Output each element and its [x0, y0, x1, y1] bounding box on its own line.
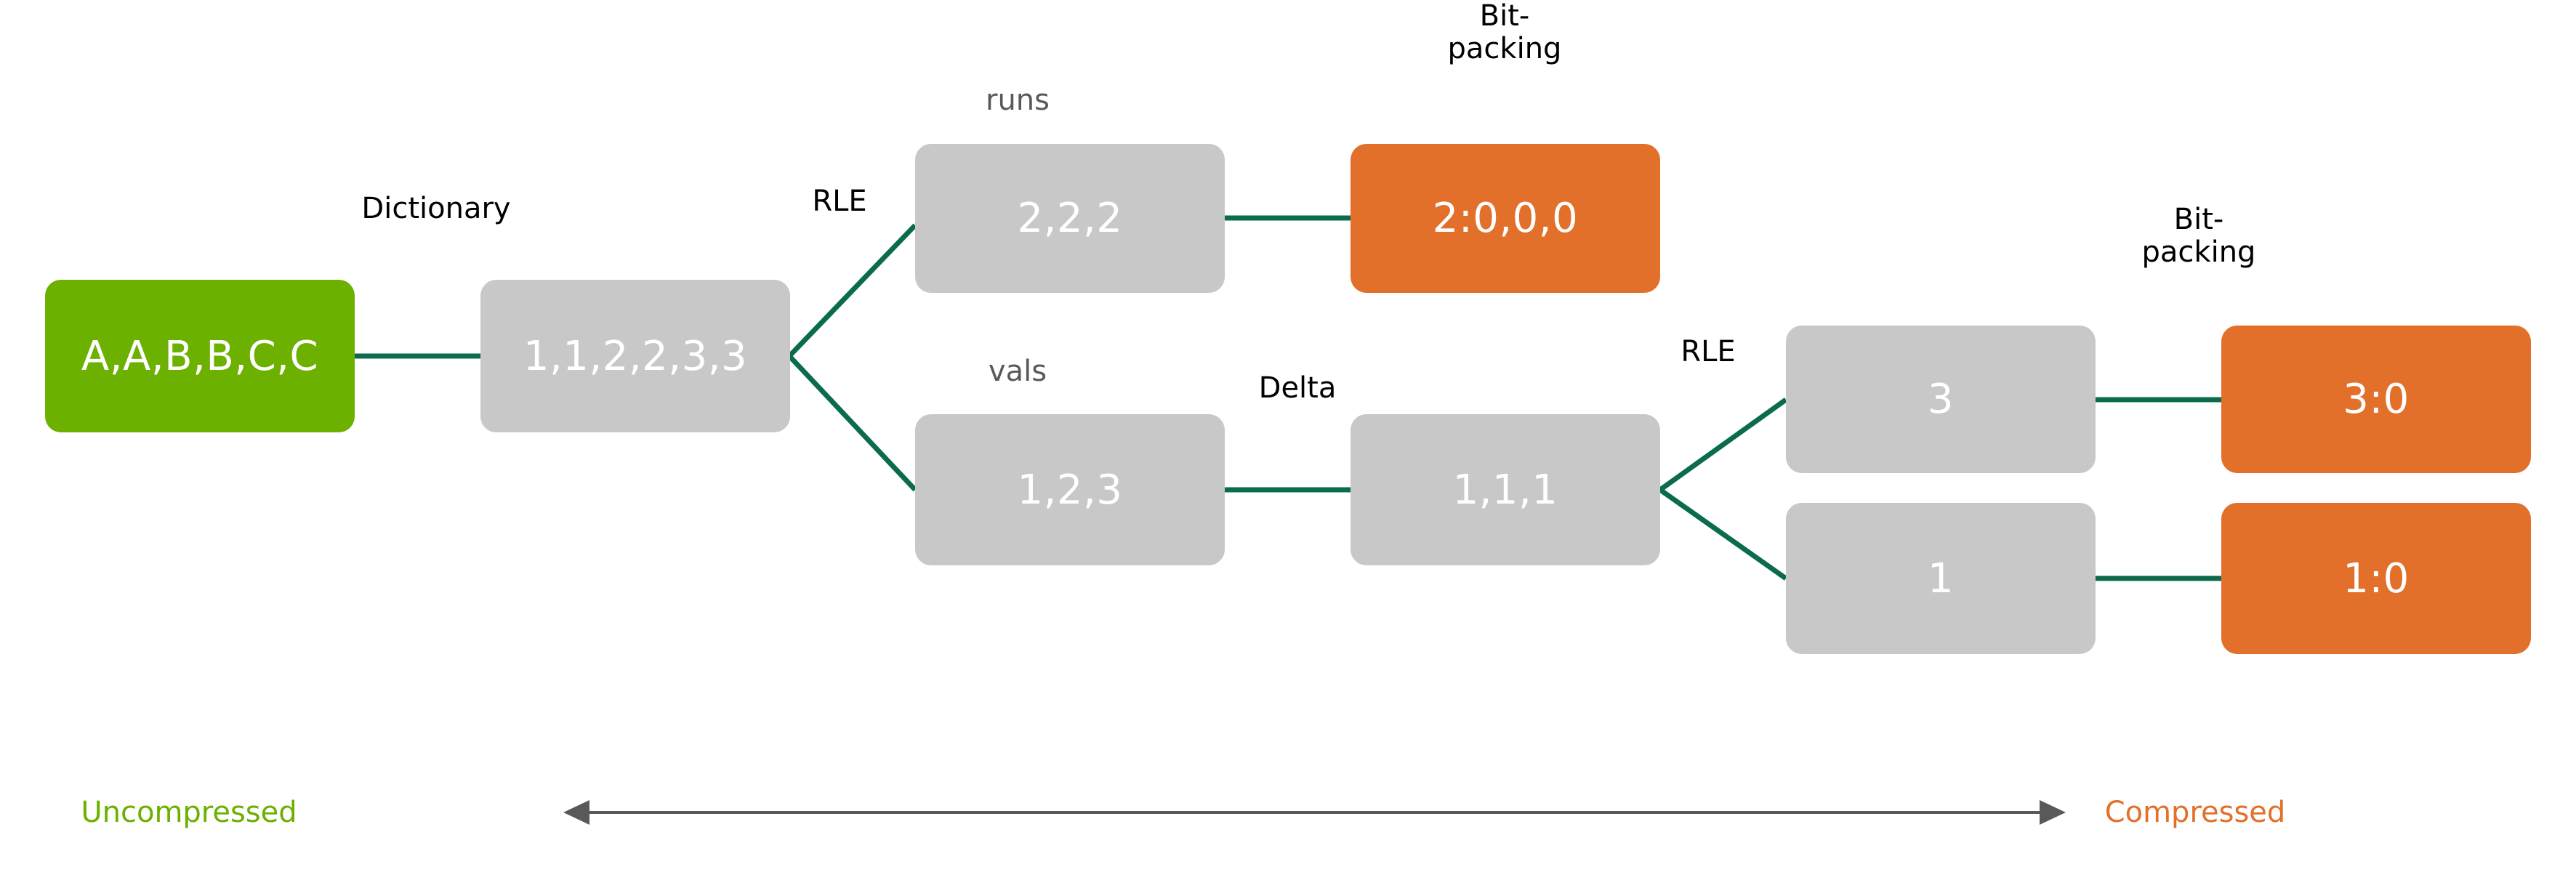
connector-dict-branch-runs	[787, 223, 917, 358]
scale-label-uncompressed: Uncompressed	[81, 796, 297, 829]
scale-arrow-head-left	[563, 800, 589, 825]
node-rle_runs[interactable]: 3	[1786, 326, 2096, 473]
node-raw[interactable]: A,A,B,B,C,C	[45, 280, 355, 432]
node-runs_bp[interactable]: 2:0,0,0	[1351, 144, 1660, 293]
node-rle_vals_bp-label: 1:0	[2343, 554, 2410, 602]
edge-label-dictionary: Dictionary	[361, 192, 511, 225]
connector-delta-branch-vals	[1658, 488, 1788, 581]
edge-label-delta: Delta	[1258, 371, 1337, 405]
node-vals-label: 1,2,3	[1017, 466, 1123, 514]
node-rle_runs_bp-label: 3:0	[2343, 376, 2410, 423]
node-rle_vals-label: 1	[1927, 554, 1955, 602]
branch-label-runs: runs	[986, 84, 1050, 117]
node-vals[interactable]: 1,2,3	[915, 414, 1225, 565]
scale-arrow	[563, 800, 2066, 825]
scale-label-compressed: Compressed	[2104, 796, 2286, 829]
edge-label-rle-left: RLE	[812, 185, 867, 218]
edge-label-bitpacking-1: Bit- packing	[1447, 0, 1562, 66]
edge-label-rle-right: RLE	[1681, 335, 1736, 368]
connector-delta-branch-runs	[1658, 397, 1788, 492]
connector-dict-branch-vals	[787, 354, 917, 492]
scale-arrow-head-right	[2040, 800, 2066, 825]
node-dict[interactable]: 1,1,2,2,3,3	[480, 280, 790, 432]
node-runs-label: 2,2,2	[1017, 195, 1123, 242]
node-delta-label: 1,1,1	[1452, 466, 1558, 514]
node-rle_vals_bp[interactable]: 1:0	[2221, 503, 2531, 654]
node-runs_bp-label: 2:0,0,0	[1432, 195, 1579, 242]
edge-label-bitpacking-2: Bit- packing	[2141, 203, 2256, 270]
node-rle_runs_bp[interactable]: 3:0	[2221, 326, 2531, 473]
node-rle_vals[interactable]: 1	[1786, 503, 2096, 654]
node-rle_runs-label: 3	[1927, 376, 1955, 423]
node-runs[interactable]: 2,2,2	[915, 144, 1225, 293]
node-dict-label: 1,1,2,2,3,3	[523, 332, 748, 380]
node-delta[interactable]: 1,1,1	[1351, 414, 1660, 565]
branch-label-vals: vals	[988, 355, 1047, 388]
node-raw-label: A,A,B,B,C,C	[81, 332, 319, 380]
